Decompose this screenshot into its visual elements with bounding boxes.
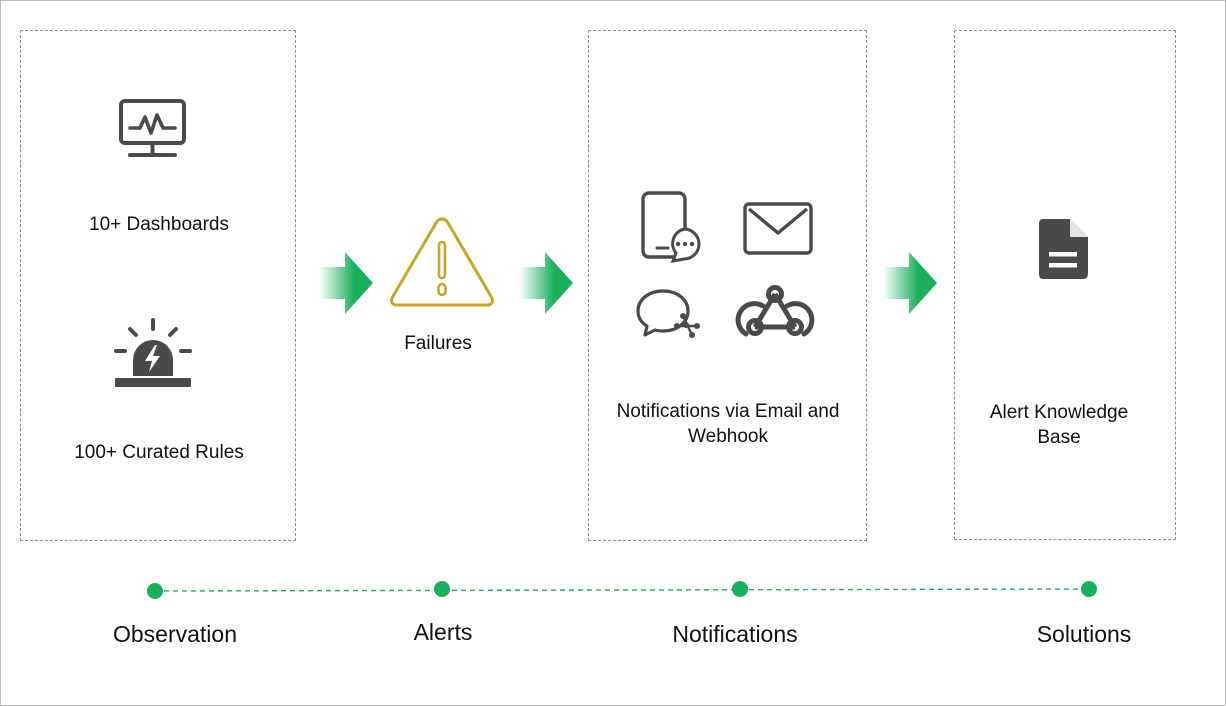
stage-alerts-label: Alerts [413, 619, 473, 645]
alert-knowledge-base-label: Alert Knowledge Base [989, 402, 1129, 448]
timeline-connector [154, 588, 1090, 592]
chat-bubble-icon [635, 288, 705, 344]
notifications-via-label: Notifications via Email and Webhook [616, 401, 840, 447]
document-icon [1038, 218, 1090, 280]
webhook-icon [735, 282, 815, 342]
notifications-box [588, 30, 867, 541]
phone-chat-icon [640, 191, 704, 263]
stage-notifications-label: Notifications [672, 621, 798, 647]
curated-rules-label: 100+ Curated Rules [74, 442, 244, 463]
observation-box [20, 30, 296, 541]
timeline-dot-observation [147, 583, 163, 599]
warning-triangle-icon [387, 214, 497, 309]
solutions-box [954, 30, 1176, 540]
monitor-pulse-icon [118, 98, 188, 160]
envelope-icon [743, 202, 813, 256]
timeline-dot-alerts [434, 581, 450, 597]
timeline-dot-notifications [732, 581, 748, 597]
timeline-dot-solutions [1081, 581, 1097, 597]
failures-label: Failures [404, 333, 472, 354]
stage-observation-label: Observation [112, 621, 237, 647]
dashboards-label: 10+ Dashboards [89, 214, 229, 235]
arrow-right-icon [519, 252, 575, 314]
arrow-right-icon [883, 252, 939, 314]
arrow-right-icon [319, 252, 375, 314]
stage-solutions-label: Solutions [1036, 621, 1132, 647]
siren-icon [113, 318, 193, 390]
